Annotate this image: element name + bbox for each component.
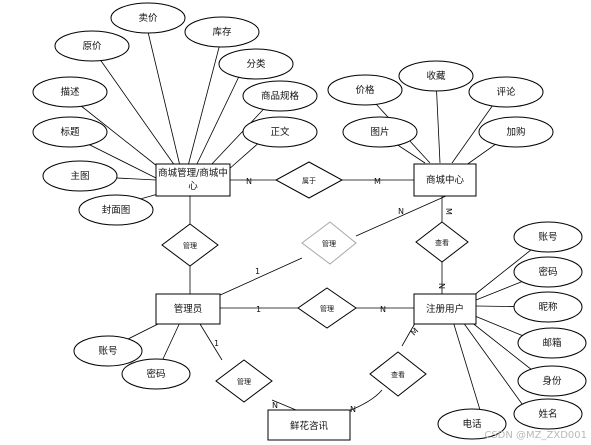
relationship-view-center-label: 查看 (435, 238, 449, 247)
attr-mgmt-stock-label: 库存 (212, 26, 232, 38)
relationship-belongs-to-label: 属于 (302, 177, 316, 185)
attr-user-password-label: 密码 (538, 266, 557, 278)
attr-mgmt-category: 分类 (218, 48, 294, 80)
attr-mgmt-cover-image: 封面图 (78, 194, 154, 226)
attr-mgmt-spec-label: 商品规格 (261, 90, 300, 102)
attr-mgmt-sale-price: 卖价 (110, 2, 186, 34)
attr-mgmt-title: 标题 (32, 116, 108, 148)
card-user-news-news: N (350, 405, 356, 414)
card-user-news-user: M (409, 326, 420, 337)
entity-mall-center-label: 商城中心 (426, 174, 465, 186)
attr-mgmt-description-label: 描述 (60, 86, 80, 98)
relationship-user-news-label: 查看 (391, 370, 405, 379)
entity-registered-user: 注册用户 (413, 293, 477, 325)
card-center-to-admin: N (398, 207, 404, 216)
card-admin-news-admin: 1 (214, 339, 219, 348)
attr-center-add-cart: 加购 (478, 116, 554, 148)
relationship-manage-center-label: 管理 (322, 239, 336, 248)
relationship-manage-mall-label: 管理 (183, 241, 197, 250)
attr-user-account: 账号 (513, 221, 583, 253)
entity-mall-management-label-line2: 心 (188, 181, 198, 192)
attr-center-image: 图片 (342, 116, 418, 148)
attr-mgmt-cover-image-label: 封面图 (102, 204, 131, 216)
attr-mgmt-main-image: 主图 (42, 160, 118, 192)
attr-mgmt-category-label: 分类 (246, 58, 266, 70)
attr-user-identity-label: 身份 (542, 375, 562, 387)
entity-registered-user-label: 注册用户 (426, 303, 464, 315)
attr-center-image-label: 图片 (370, 126, 389, 138)
cardinality-labels: N M N 1 M N 1 N 1 N M N (214, 177, 453, 414)
relationship-admin-user-label: 管理 (320, 304, 334, 313)
entity-flower-news-label: 鲜花咨讯 (290, 420, 329, 432)
attr-mgmt-sale-price-label: 卖价 (138, 13, 158, 24)
attr-user-nickname: 昵称 (513, 291, 583, 323)
entity-mall-management: 商城管理/商城中 心 (155, 163, 231, 197)
card-admin-user-admin: 1 (256, 305, 261, 314)
relationship-manage-mall: 管理 (161, 223, 219, 267)
entity-mall-center: 商城中心 (413, 163, 477, 197)
attr-user-email: 邮箱 (517, 327, 587, 359)
attr-center-price: 价格 (327, 74, 403, 106)
attr-user-nickname-label: 昵称 (538, 301, 558, 313)
card-admin-news-news: N (272, 401, 278, 410)
attr-mgmt-title-label: 标题 (60, 126, 80, 138)
attr-center-comment-label: 评论 (496, 86, 516, 98)
card-admin-user-user: N (380, 305, 386, 314)
attr-user-name-label: 姓名 (538, 408, 557, 420)
attr-center-price-label: 价格 (355, 84, 375, 96)
relationship-view-center: 查看 (415, 221, 469, 263)
relationship-user-news: 查看 (369, 351, 427, 397)
attr-user-identity: 身份 (517, 365, 587, 397)
entity-mall-management-label-line1: 商城管理/商城中 (158, 167, 228, 179)
attr-mgmt-body: 正文 (242, 116, 318, 148)
entity-flower-news: 鲜花咨讯 (267, 409, 351, 441)
relationship-manage-center: 管理 (301, 221, 357, 265)
card-center-view: M (444, 208, 453, 215)
card-admin-to-center: 1 (255, 267, 260, 276)
card-mgmt-belongs: N (246, 177, 252, 186)
attr-admin-account: 账号 (73, 335, 143, 367)
entity-admin-label: 管理员 (174, 303, 203, 315)
attr-user-account-label: 账号 (538, 232, 557, 243)
attr-user-phone: 电话 (437, 408, 507, 440)
attr-admin-password: 密码 (121, 358, 191, 390)
attr-center-favorite-label: 收藏 (426, 70, 446, 82)
attr-mgmt-original-price-label: 原价 (82, 41, 102, 52)
relationship-admin-user: 管理 (297, 287, 357, 329)
attr-mgmt-main-image-label: 主图 (70, 170, 89, 182)
card-center-belongs: M (374, 177, 381, 186)
attr-user-password: 密码 (513, 256, 583, 288)
card-user-view: N (437, 283, 446, 289)
watermark-text: CSDN @MZ_ZXD001 (484, 430, 587, 441)
relationship-admin-news: 管理 (215, 359, 273, 403)
attr-center-favorite: 收藏 (398, 60, 474, 92)
attr-user-name: 姓名 (513, 398, 583, 430)
attr-mgmt-original-price: 原价 (54, 30, 130, 62)
attr-mgmt-body-label: 正文 (270, 126, 290, 138)
relationship-admin-news-label: 管理 (237, 377, 251, 386)
attr-mgmt-stock: 库存 (184, 16, 260, 48)
attr-center-add-cart-label: 加购 (506, 126, 525, 138)
attr-user-phone-label: 电话 (462, 418, 482, 430)
attr-admin-password-label: 密码 (146, 368, 165, 380)
attr-mgmt-description: 描述 (32, 76, 108, 108)
relationship-belongs-to: 属于 (274, 161, 344, 199)
attr-center-comment: 评论 (468, 76, 544, 108)
attr-user-email-label: 邮箱 (542, 337, 561, 349)
attr-mgmt-spec: 商品规格 (242, 80, 318, 112)
entity-admin: 管理员 (155, 293, 221, 325)
attr-admin-account-label: 账号 (98, 346, 117, 357)
